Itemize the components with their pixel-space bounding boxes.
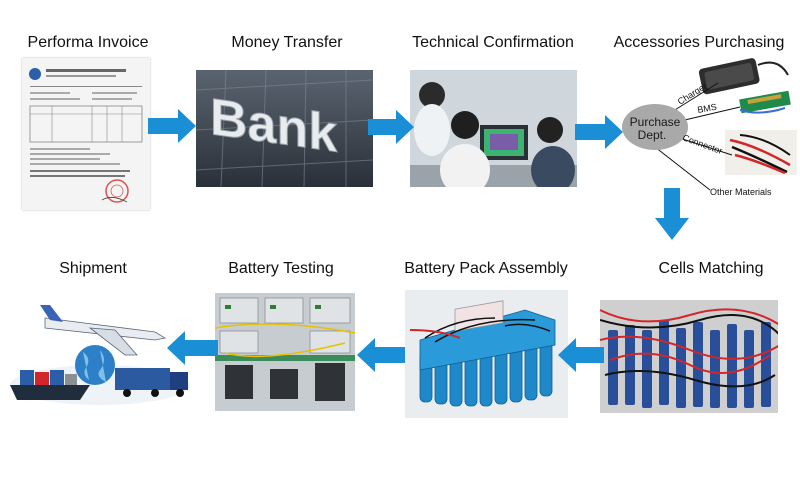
- arrow-assembly-to-testing: [357, 338, 405, 372]
- airplane-icon: [40, 305, 167, 356]
- other-materials-label: Other Materials: [710, 187, 772, 197]
- charger-label: Charger: [676, 81, 709, 107]
- bank-building-drawing: Bank: [196, 70, 373, 187]
- purchase-dept-bubble: [622, 104, 688, 150]
- step-title-proforma-invoice: Performa Invoice: [27, 34, 149, 51]
- technical-team-image: [410, 70, 577, 187]
- bms-board-icon: [739, 90, 791, 114]
- step-title-money-transfer: Money Transfer: [231, 34, 343, 51]
- invoice-document-drawing: [29, 68, 143, 203]
- charger-icon: [698, 58, 789, 95]
- globe-icon: [75, 345, 115, 385]
- bank-building-image: Bank: [196, 70, 373, 187]
- battery-testing-image: [215, 293, 355, 411]
- battery-pack-image: [405, 290, 568, 418]
- connector-label: Connector: [681, 132, 723, 156]
- arrow-bank-to-technical: [368, 110, 414, 144]
- step-title-accessories-purchasing: Accessories Purchasing: [613, 34, 785, 51]
- accessories-cluster: Purchase Dept. Charger BMS Connector Oth…: [622, 58, 797, 197]
- shipment-image: [10, 305, 190, 405]
- step-title-battery-pack-assembly: Battery Pack Assembly: [404, 260, 568, 277]
- bank-sign-text: Bank: [210, 88, 338, 164]
- step-title-cells-matching: Cells Matching: [658, 260, 764, 277]
- arrow-cells-to-assembly: [558, 338, 604, 372]
- connectors-icon: [725, 130, 797, 175]
- cargo-ship-icon: [10, 370, 90, 400]
- invoice-document-image: [22, 58, 150, 210]
- bms-label: BMS: [697, 102, 718, 115]
- arrow-invoice-to-bank: [148, 109, 196, 143]
- arrow-testing-to-shipment: [167, 331, 218, 365]
- cells-matching-drawing: [600, 300, 778, 413]
- arrow-purchase-to-cells: [655, 188, 689, 240]
- truck-icon: [115, 368, 188, 397]
- step-title-battery-testing: Battery Testing: [228, 260, 334, 277]
- arrow-technical-to-purchase: [575, 115, 623, 149]
- cells-matching-image: [600, 300, 778, 413]
- battery-testing-drawing: [215, 293, 355, 411]
- technical-team-drawing: [410, 70, 577, 187]
- purchase-dept-line2: Dept.: [638, 128, 667, 142]
- purchase-dept-line1: Purchase: [630, 115, 681, 129]
- step-title-shipment: Shipment: [59, 260, 127, 277]
- step-title-technical-confirmation: Technical Confirmation: [412, 34, 574, 51]
- battery-pack-drawing: [405, 290, 568, 418]
